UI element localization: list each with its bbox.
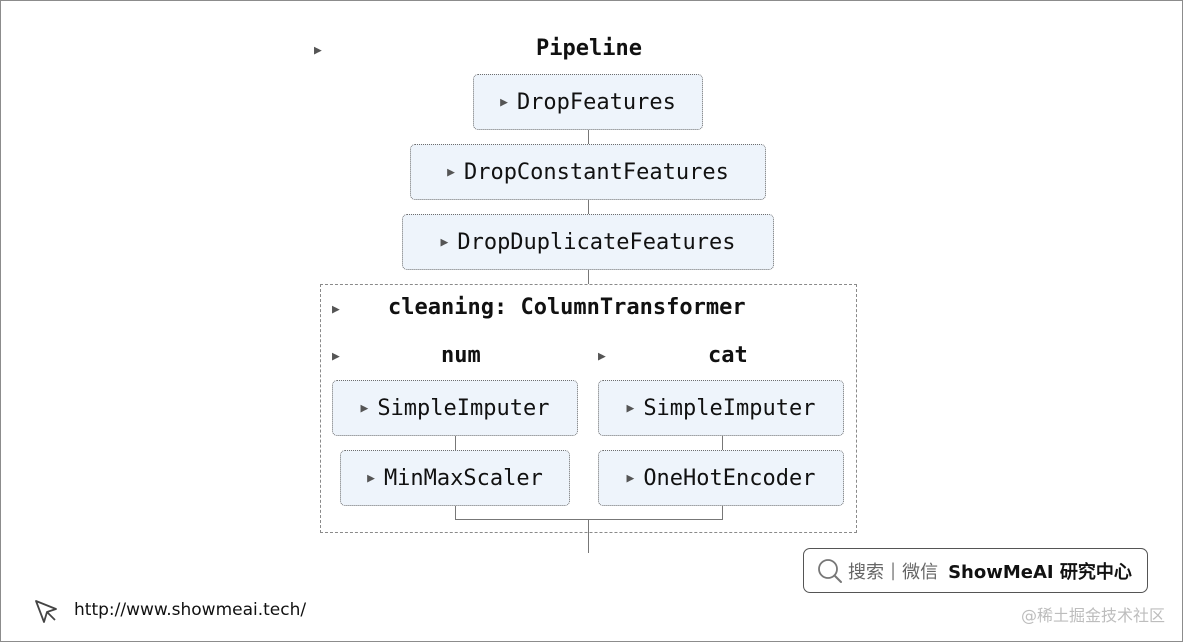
num-branch-title: num <box>441 343 481 368</box>
website-link[interactable]: http://www.showmeai.tech/ <box>74 600 307 620</box>
step-label: OneHotEncoder <box>643 465 816 491</box>
cursor-icon <box>35 600 57 623</box>
connector-line <box>722 506 723 520</box>
step-label: DropConstantFeatures <box>463 159 729 185</box>
wechat-search-badge[interactable]: 搜索 | 微信 ShowMeAI 研究中心 <box>803 548 1148 593</box>
pipeline-toggle-icon[interactable]: ▶ <box>314 43 322 58</box>
cat-branch-toggle-icon[interactable]: ▶ <box>598 349 606 364</box>
step-drop-features[interactable]: ▶ DropFeatures <box>473 74 703 130</box>
separator: | <box>890 560 897 581</box>
connector-line <box>588 130 589 144</box>
step-drop-constant-features[interactable]: ▶ DropConstantFeatures <box>410 144 766 200</box>
brand-name: ShowMeAI 研究中心 <box>948 561 1132 583</box>
connector-line <box>588 270 589 284</box>
expand-arrow-icon: ▶ <box>360 400 369 416</box>
join-line <box>455 519 723 520</box>
step-label: DropDuplicateFeatures <box>457 229 736 255</box>
watermark: @稀土掘金技术社区 <box>1020 606 1165 625</box>
connector-line <box>455 436 456 450</box>
num-branch-toggle-icon[interactable]: ▶ <box>332 349 340 364</box>
step-label: DropFeatures <box>516 89 676 115</box>
connector-line <box>722 436 723 450</box>
num-min-max-scaler[interactable]: ▶ MinMaxScaler <box>340 450 570 506</box>
cat-simple-imputer[interactable]: ▶ SimpleImputer <box>598 380 844 436</box>
search-label: 搜索 <box>848 561 884 583</box>
step-label: SimpleImputer <box>643 395 816 421</box>
wechat-label: 微信 <box>902 561 939 583</box>
expand-arrow-icon: ▶ <box>367 470 375 486</box>
connector-line <box>455 506 456 520</box>
step-drop-duplicate-features[interactable]: ▶ DropDuplicateFeatures <box>402 214 774 270</box>
step-label: MinMaxScaler <box>383 465 543 491</box>
cat-branch-title: cat <box>708 343 748 368</box>
expand-arrow-icon: ▶ <box>626 400 635 416</box>
connector-line <box>588 200 589 214</box>
expand-arrow-icon: ▶ <box>500 94 508 110</box>
num-simple-imputer[interactable]: ▶ SimpleImputer <box>332 380 578 436</box>
output-line <box>588 519 589 553</box>
expand-arrow-icon: ▶ <box>626 470 635 486</box>
cat-one-hot-encoder[interactable]: ▶ OneHotEncoder <box>598 450 844 506</box>
column-transformer-title: cleaning: ColumnTransformer <box>388 295 746 320</box>
transformer-toggle-icon[interactable]: ▶ <box>332 302 340 317</box>
expand-arrow-icon: ▶ <box>447 164 455 180</box>
step-label: SimpleImputer <box>377 395 550 421</box>
pipeline-title: Pipeline <box>536 36 642 61</box>
expand-arrow-icon: ▶ <box>440 234 449 250</box>
search-icon <box>818 558 842 583</box>
